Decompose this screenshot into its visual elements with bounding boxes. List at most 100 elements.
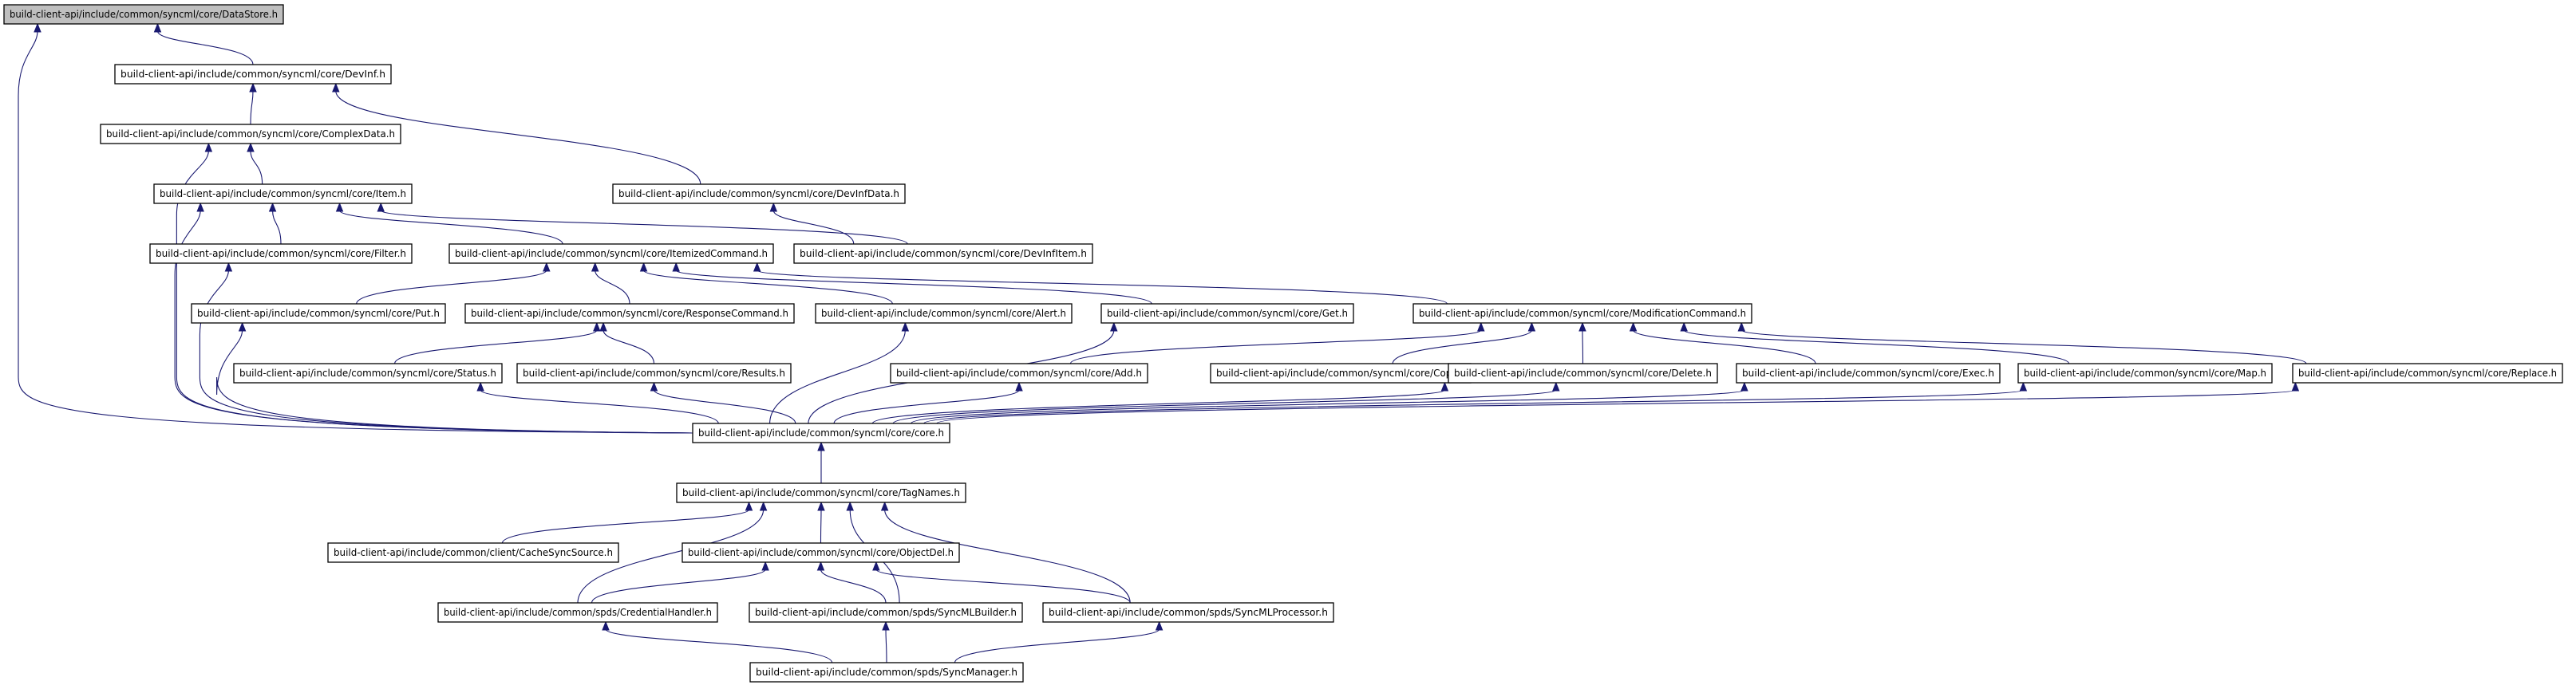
node-responsecommand[interactable]: build-client-api/include/common/syncml/c…: [464, 303, 795, 324]
node-box[interactable]: [1736, 363, 2001, 384]
node-label[interactable]: build-client-api/include/common/syncml/c…: [2298, 367, 2557, 379]
node-box[interactable]: [149, 243, 413, 264]
node-label[interactable]: build-client-api/include/common/syncml/c…: [821, 307, 1066, 319]
node-box[interactable]: [191, 303, 446, 324]
node-devinfdata[interactable]: build-client-api/include/common/syncml/c…: [612, 183, 906, 204]
node-status[interactable]: build-client-api/include/common/syncml/c…: [233, 363, 503, 384]
node-label[interactable]: build-client-api/include/common/syncml/c…: [523, 367, 785, 379]
node-box[interactable]: [2017, 363, 2273, 384]
node-alert[interactable]: build-client-api/include/common/syncml/c…: [815, 303, 1073, 324]
node-label[interactable]: build-client-api/include/common/syncml/c…: [455, 247, 768, 259]
node-label[interactable]: build-client-api/include/common/syncml/c…: [896, 367, 1142, 379]
node-box[interactable]: [2292, 363, 2563, 384]
edge-line: [595, 270, 630, 305]
node-label[interactable]: build-client-api/include/common/syncml/c…: [10, 8, 278, 20]
node-box[interactable]: [1210, 363, 1472, 384]
node-get[interactable]: build-client-api/include/common/syncml/c…: [1100, 303, 1354, 324]
node-devinf[interactable]: build-client-api/include/common/syncml/c…: [114, 64, 392, 85]
node-box[interactable]: [437, 602, 718, 623]
edge-arrowhead: [1527, 321, 1536, 332]
node-box[interactable]: [793, 243, 1093, 264]
node-add[interactable]: build-client-api/include/common/syncml/c…: [890, 363, 1148, 384]
node-box[interactable]: [448, 243, 774, 264]
node-filter[interactable]: build-client-api/include/common/syncml/c…: [149, 243, 413, 264]
node-label[interactable]: build-client-api/include/common/syncml/c…: [471, 307, 788, 319]
node-item[interactable]: build-client-api/include/common/syncml/c…: [153, 183, 413, 204]
node-tagnames[interactable]: build-client-api/include/common/syncml/c…: [676, 482, 966, 503]
node-box[interactable]: [1100, 303, 1354, 324]
edge-line: [923, 389, 2024, 424]
node-box[interactable]: [153, 183, 413, 204]
node-map[interactable]: build-client-api/include/common/syncml/c…: [2017, 363, 2273, 384]
node-box[interactable]: [676, 482, 966, 503]
node-box[interactable]: [100, 124, 401, 144]
edge-arrowhead: [238, 321, 247, 332]
node-label[interactable]: build-client-api/include/common/syncml/c…: [1419, 307, 1746, 319]
node-label[interactable]: build-client-api/include/common/syncml/c…: [197, 307, 440, 319]
node-syncmlprocessor[interactable]: build-client-api/include/common/spds/Syn…: [1042, 602, 1334, 623]
node-credentialhandler[interactable]: build-client-api/include/common/spds/Cre…: [437, 602, 718, 623]
node-datastore[interactable]: build-client-api/include/common/syncml/c…: [3, 4, 284, 25]
edge-arrowhead: [761, 561, 769, 571]
edge-line: [892, 389, 1557, 424]
node-label[interactable]: build-client-api/include/common/spds/Syn…: [1049, 606, 1328, 618]
node-replace[interactable]: build-client-api/include/common/syncml/c…: [2292, 363, 2563, 384]
node-box[interactable]: [1042, 602, 1334, 623]
node-label[interactable]: build-client-api/include/common/client/C…: [334, 546, 613, 558]
node-label[interactable]: build-client-api/include/common/syncml/c…: [106, 128, 395, 140]
node-box[interactable]: [612, 183, 906, 204]
node-label[interactable]: build-client-api/include/common/syncml/c…: [698, 427, 944, 439]
node-label[interactable]: build-client-api/include/common/syncml/c…: [160, 187, 406, 199]
node-put[interactable]: build-client-api/include/common/syncml/c…: [191, 303, 446, 324]
node-label[interactable]: build-client-api/include/common/spds/Syn…: [756, 666, 1017, 678]
node-label[interactable]: build-client-api/include/common/syncml/c…: [688, 546, 954, 558]
node-box[interactable]: [749, 602, 1023, 623]
node-label[interactable]: build-client-api/include/common/spds/Syn…: [755, 606, 1017, 618]
node-label[interactable]: build-client-api/include/common/syncml/c…: [682, 486, 960, 498]
node-syncmlbuilder[interactable]: build-client-api/include/common/spds/Syn…: [749, 602, 1023, 623]
node-itemizedcommand[interactable]: build-client-api/include/common/syncml/c…: [448, 243, 774, 264]
node-box[interactable]: [1412, 303, 1752, 324]
node-box[interactable]: [114, 64, 392, 85]
node-devinfitem[interactable]: build-client-api/include/common/syncml/c…: [793, 243, 1093, 264]
node-box[interactable]: [3, 4, 284, 25]
node-box[interactable]: [682, 542, 960, 563]
node-label[interactable]: build-client-api/include/common/syncml/c…: [1216, 367, 1465, 379]
edge-line: [1582, 329, 1584, 364]
edge-line: [480, 389, 719, 424]
node-box[interactable]: [815, 303, 1073, 324]
node-delete[interactable]: build-client-api/include/common/syncml/c…: [1448, 363, 1718, 384]
node-box[interactable]: [890, 363, 1148, 384]
node-copy[interactable]: build-client-api/include/common/syncml/c…: [1210, 363, 1472, 384]
node-core[interactable]: build-client-api/include/common/syncml/c…: [692, 423, 950, 443]
node-label[interactable]: build-client-api/include/common/syncml/c…: [1742, 367, 1994, 379]
node-box[interactable]: [233, 363, 503, 384]
node-label[interactable]: build-client-api/include/common/spds/Cre…: [444, 606, 712, 618]
edge-line: [339, 210, 563, 245]
node-box[interactable]: [749, 662, 1024, 683]
dependency-edge: [817, 501, 825, 544]
node-box[interactable]: [692, 423, 950, 443]
dependency-edge: [216, 321, 693, 434]
node-box[interactable]: [1448, 363, 1718, 384]
edge-line: [911, 389, 1745, 424]
node-results[interactable]: build-client-api/include/common/syncml/c…: [516, 363, 792, 384]
node-box[interactable]: [464, 303, 795, 324]
edge-arrowhead: [1110, 321, 1118, 332]
node-label[interactable]: build-client-api/include/common/syncml/c…: [1454, 367, 1712, 379]
node-complexdata[interactable]: build-client-api/include/common/syncml/c…: [100, 124, 401, 144]
node-label[interactable]: build-client-api/include/common/syncml/c…: [121, 68, 385, 80]
node-cachesyncsource[interactable]: build-client-api/include/common/client/C…: [327, 542, 619, 563]
node-modificationcommand[interactable]: build-client-api/include/common/syncml/c…: [1412, 303, 1752, 324]
node-exec[interactable]: build-client-api/include/common/syncml/c…: [1736, 363, 2001, 384]
node-label[interactable]: build-client-api/include/common/syncml/c…: [618, 187, 899, 199]
node-syncmanager[interactable]: build-client-api/include/common/spds/Syn…: [749, 662, 1024, 683]
node-box[interactable]: [516, 363, 792, 384]
node-label[interactable]: build-client-api/include/common/syncml/c…: [800, 247, 1087, 259]
node-label[interactable]: build-client-api/include/common/syncml/c…: [2024, 367, 2266, 379]
node-label[interactable]: build-client-api/include/common/syncml/c…: [239, 367, 496, 379]
node-objectdel[interactable]: build-client-api/include/common/syncml/c…: [682, 542, 960, 563]
node-label[interactable]: build-client-api/include/common/syncml/c…: [1107, 307, 1348, 319]
node-label[interactable]: build-client-api/include/common/syncml/c…: [156, 247, 406, 259]
node-box[interactable]: [327, 542, 619, 563]
